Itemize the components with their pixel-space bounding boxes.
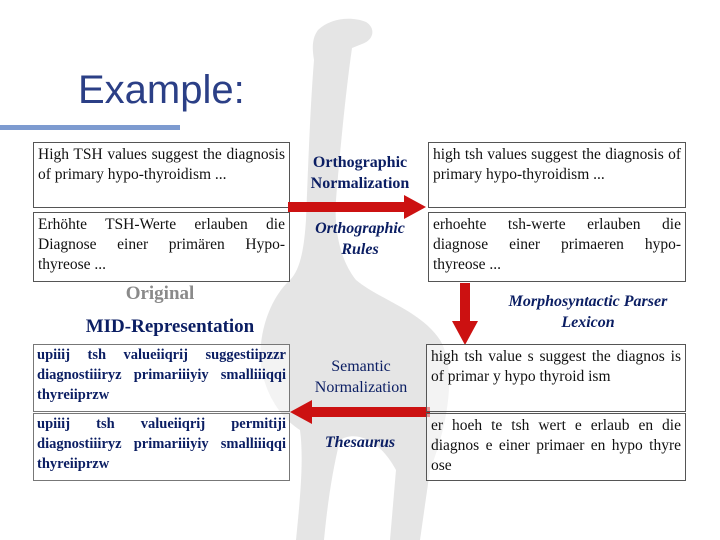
right-arrow-icon bbox=[288, 195, 426, 219]
mid-german-box: upiiij tsh valueiiqrij permitiji diagnos… bbox=[33, 413, 290, 481]
slide-title: Example: bbox=[78, 68, 245, 112]
title-underline bbox=[0, 125, 180, 130]
orthographic-rules-label: Orthographic Rules bbox=[315, 220, 405, 258]
original-german-text-box: Erhöhte TSH-Werte erlauben die Diagnose … bbox=[33, 212, 290, 282]
morphology-english-text: high tsh value s suggest the diagnos is … bbox=[431, 348, 681, 385]
mid-representation-label: MID-Representation bbox=[85, 316, 255, 337]
orthographic-normalization-label: Orthographic Normalization bbox=[310, 154, 410, 192]
morphosyntactic-parser-label: Morphosyntactic Parser Lexicon bbox=[508, 293, 668, 331]
morphology-german-box: er hoeh te tsh wert e erlaub en die diag… bbox=[426, 413, 686, 481]
morphology-english-box: high tsh value s suggest the diagnos is … bbox=[426, 344, 686, 412]
normalized-english-text: high tsh values suggest the diagnosis of… bbox=[433, 146, 681, 183]
thesaurus-label: Thesaurus bbox=[324, 434, 396, 451]
down-arrow-icon bbox=[452, 283, 478, 345]
normalized-english-box: high tsh values suggest the diagnosis of… bbox=[428, 142, 686, 208]
original-english-text-box: High TSH values suggest the diagnosis of… bbox=[33, 142, 290, 208]
mid-english-box: upiiij tsh valueiiqrij suggestiipzzr dia… bbox=[33, 344, 290, 412]
normalized-german-text: erhoehte tsh-werte erlauben die diagnose… bbox=[433, 216, 681, 273]
mid-german-text: upiiij tsh valueiiqrij permitiji diagnos… bbox=[37, 416, 286, 472]
original-english-text: High TSH values suggest the diagnosis of… bbox=[38, 146, 285, 183]
left-arrow-icon bbox=[290, 400, 430, 424]
original-german-text: Erhöhte TSH-Werte erlauben die Diagnose … bbox=[38, 216, 285, 273]
semantic-normalization-label: Semantic Normalization bbox=[314, 358, 408, 396]
mid-english-text: upiiij tsh valueiiqrij suggestiipzzr dia… bbox=[37, 347, 286, 403]
original-label: Original bbox=[125, 283, 195, 304]
normalized-german-box: erhoehte tsh-werte erlauben die diagnose… bbox=[428, 212, 686, 282]
morphology-german-text: er hoeh te tsh wert e erlaub en die diag… bbox=[431, 417, 681, 474]
